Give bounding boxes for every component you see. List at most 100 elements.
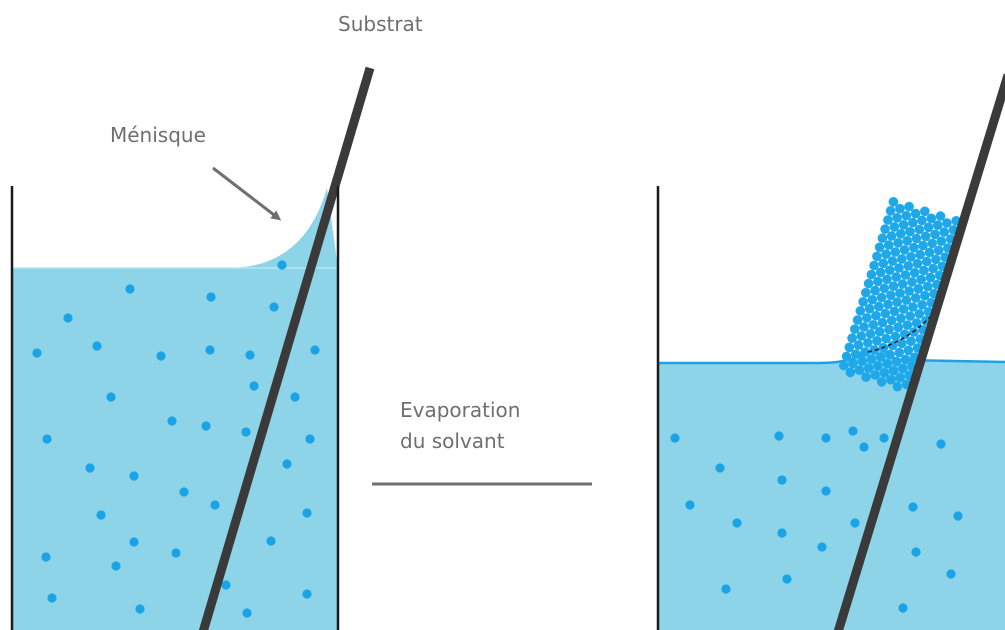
process-label-line2: du solvant [400, 429, 505, 453]
film-particle [913, 284, 924, 294]
film-particle [884, 240, 894, 250]
particle [179, 487, 189, 497]
particle [302, 589, 312, 599]
film-particle [877, 317, 888, 328]
film-particle [902, 236, 913, 246]
particle [245, 350, 255, 360]
film-particle [888, 365, 899, 376]
film-particle [936, 236, 947, 246]
particle [670, 433, 680, 443]
film-particle [884, 324, 894, 335]
film-particle [908, 302, 918, 312]
particle [715, 463, 725, 473]
film-particle [922, 281, 933, 292]
particle [879, 433, 889, 443]
film-particle [867, 294, 878, 305]
film-particle [857, 356, 868, 366]
film-particle [883, 215, 893, 225]
particle [201, 421, 211, 431]
meniscus-arrow [212, 166, 282, 221]
particle [135, 604, 145, 614]
film-particle [876, 292, 887, 303]
film-particle [902, 320, 913, 331]
film-particle [895, 203, 905, 214]
film-particle [866, 354, 877, 364]
film-particle [898, 220, 909, 230]
film-particle [852, 315, 863, 325]
film-particle [886, 231, 897, 241]
film-particle [872, 336, 882, 346]
particle [156, 351, 166, 361]
film-particle [910, 208, 921, 219]
film-particle [915, 249, 925, 260]
film-particle [886, 315, 897, 326]
particle [92, 341, 102, 351]
particle [205, 345, 215, 355]
film-particle [898, 363, 908, 374]
meniscus-label: Ménisque [110, 123, 206, 147]
film-particle [912, 258, 923, 269]
particle [129, 471, 139, 481]
film-particle [939, 227, 949, 237]
film-particle [928, 263, 938, 274]
film-particle [900, 270, 911, 280]
film-particle [903, 261, 914, 271]
film-particle [879, 283, 890, 294]
film-particle [930, 229, 940, 240]
film-particle [888, 281, 899, 292]
film-particle [853, 340, 864, 350]
film-particle [924, 247, 935, 258]
particle [96, 510, 106, 520]
particle [63, 313, 73, 323]
film-particle [865, 329, 876, 339]
particle [302, 508, 312, 518]
film-particle [869, 345, 879, 355]
film-particle [863, 338, 873, 348]
left-beaker [10, 66, 375, 630]
film-particle [886, 290, 896, 301]
film-particle [855, 306, 866, 316]
film-particle [914, 309, 925, 319]
film-particle [870, 370, 880, 380]
film-particle [874, 242, 885, 253]
film-particle [920, 206, 930, 217]
film-particle [839, 360, 849, 371]
film-particle [899, 329, 910, 340]
film-particle [889, 222, 900, 232]
particle [42, 434, 52, 444]
film-particle [917, 215, 927, 226]
particle [85, 463, 95, 473]
film-particle [874, 301, 884, 312]
film-particle [885, 265, 895, 276]
film-particle [897, 254, 907, 264]
particle [774, 431, 784, 441]
left-substrate [198, 66, 375, 630]
film-particle [844, 342, 855, 353]
particle [848, 426, 858, 436]
film-particle [911, 233, 922, 244]
particle [249, 381, 259, 391]
particle [242, 608, 252, 618]
film-particle [935, 211, 946, 221]
film-particle [863, 363, 874, 373]
particle [171, 548, 181, 558]
film-particle [877, 233, 888, 243]
film-particle [920, 231, 931, 242]
film-particle [904, 201, 914, 212]
particle [821, 433, 831, 443]
film-particle [905, 311, 915, 321]
particle [953, 511, 963, 521]
film-particle [885, 206, 896, 216]
film-particle [899, 245, 910, 255]
process-label-line1: Evaporation [400, 398, 520, 422]
film-particle [923, 222, 934, 233]
film-particle [863, 278, 874, 289]
film-particle [921, 256, 932, 267]
particle [167, 416, 177, 426]
particle [782, 574, 792, 584]
film-particle [891, 272, 902, 282]
particle [210, 500, 220, 510]
film-particle [886, 374, 896, 385]
film-particle [873, 276, 883, 287]
film-particle [920, 290, 930, 301]
